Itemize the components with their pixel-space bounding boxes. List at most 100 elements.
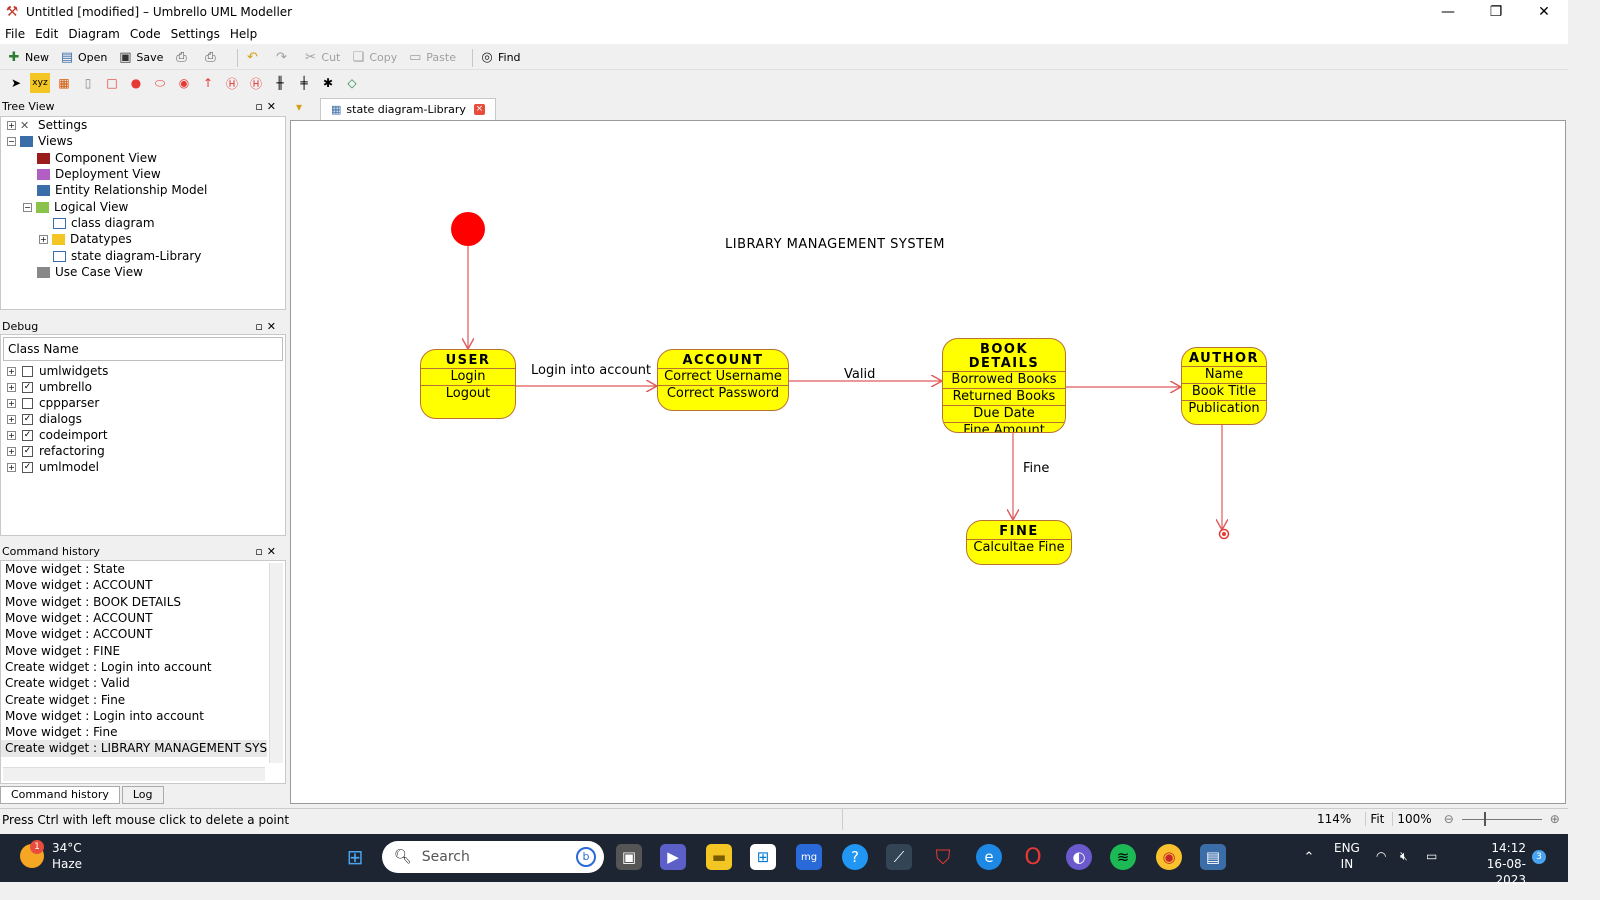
collapse-icon[interactable]: − xyxy=(7,136,16,146)
expand-icon[interactable]: + xyxy=(7,366,16,376)
checkbox-checked[interactable]: ✓ xyxy=(22,381,33,393)
close-window-button[interactable]: ✕ xyxy=(1538,4,1550,20)
file-explorer-icon[interactable]: ▬ xyxy=(706,844,732,870)
tree-item-deployment-view[interactable]: Deployment View xyxy=(37,166,161,182)
taskbar-search[interactable]: 🔍︎ Search b xyxy=(382,841,604,873)
help-app-icon[interactable]: ? xyxy=(842,844,868,870)
checkbox-checked[interactable]: ✓ xyxy=(22,461,33,473)
history-item[interactable]: Create widget : Fine xyxy=(5,692,126,707)
expand-icon[interactable]: + xyxy=(7,120,16,130)
history-item[interactable]: Create widget : LIBRARY MANAGEMENT SYST xyxy=(1,740,267,757)
horizontal-scrollbar[interactable] xyxy=(3,767,265,781)
save-button[interactable]: ▣Save xyxy=(117,50,163,66)
menu-edit[interactable]: Edit xyxy=(35,27,59,41)
initial-state[interactable] xyxy=(451,212,485,246)
choice-tool-icon[interactable]: ◇ xyxy=(347,76,357,90)
tree-item-er-model[interactable]: Entity Relationship Model xyxy=(37,182,207,198)
class-name-column-header[interactable]: Class Name xyxy=(3,337,283,361)
zoom-100-button[interactable]: 100% xyxy=(1392,812,1435,826)
tree-item-logical-view[interactable]: −Logical View xyxy=(23,199,128,215)
minimize-button[interactable]: — xyxy=(1441,4,1455,20)
tab-command-history[interactable]: Command history xyxy=(0,786,120,804)
menu-settings[interactable]: Settings xyxy=(170,27,220,41)
history-item[interactable]: Move widget : ACCOUNT xyxy=(5,627,153,642)
clock[interactable]: 14:12 16-08-2023 xyxy=(1458,840,1526,888)
expand-icon[interactable]: + xyxy=(7,382,16,392)
debug-item[interactable]: +umlwidgets xyxy=(1,363,285,379)
checkbox-checked[interactable]: ✓ xyxy=(22,429,33,441)
history-item[interactable]: Move widget : State xyxy=(5,562,125,577)
history-item[interactable]: Move widget : BOOK DETAILS xyxy=(5,594,182,609)
menu-code[interactable]: Code xyxy=(129,27,161,41)
zoom-fit-button[interactable]: Fit xyxy=(1365,812,1388,826)
debug-item[interactable]: +✓dialogs xyxy=(1,411,285,427)
panel-float-close-icon[interactable]: ▫✕ xyxy=(255,544,280,558)
redo-button[interactable]: ↷ xyxy=(273,50,292,66)
expand-icon[interactable]: + xyxy=(7,414,16,424)
diagram-canvas[interactable]: LIBRARY MANAGEMENT SYSTEM USER Login Log… xyxy=(290,120,1566,804)
tree-item-views[interactable]: −Views xyxy=(7,133,73,149)
transition-label-login[interactable]: Login into account xyxy=(531,363,652,378)
zoom-slider-handle[interactable] xyxy=(1483,811,1486,826)
close-tab-icon[interactable]: × xyxy=(473,104,485,115)
select-tool-icon[interactable]: ➤ xyxy=(10,76,22,90)
join-tool-icon[interactable]: ╪ xyxy=(300,76,308,90)
wifi-icon[interactable]: ◠ xyxy=(1376,849,1387,863)
cut-button[interactable]: ✂Cut xyxy=(302,50,340,66)
zoom-slider[interactable] xyxy=(1461,811,1542,826)
collapse-icon[interactable]: − xyxy=(23,202,32,212)
panel-float-close-icon[interactable]: ▫✕ xyxy=(255,99,280,113)
umbrello-taskbar-icon[interactable]: ▤ xyxy=(1200,844,1226,870)
debug-item[interactable]: +✓codeimport xyxy=(1,427,285,443)
tree-item-datatypes[interactable]: +Datatypes xyxy=(39,231,132,247)
menu-diagram[interactable]: Diagram xyxy=(68,27,120,41)
tab-state-diagram-library[interactable]: ▦ state diagram-Library × xyxy=(320,98,496,120)
network-app-icon[interactable]: ⟋ xyxy=(886,844,912,870)
task-view-icon[interactable]: ▣ xyxy=(616,844,642,870)
checkbox-checked[interactable]: ✓ xyxy=(22,413,33,425)
checkbox-checked[interactable]: ✓ xyxy=(22,445,33,457)
vertical-scrollbar[interactable] xyxy=(269,563,283,763)
tree-item-state-diagram[interactable]: state diagram-Library xyxy=(53,248,201,264)
restore-button[interactable]: ❐ xyxy=(1489,4,1503,20)
menu-file[interactable]: File xyxy=(5,27,26,41)
deep-history-tool-icon[interactable]: Ⓗ xyxy=(225,76,238,91)
end-state-tool-icon[interactable]: ◉ xyxy=(178,76,190,90)
zoom-in-icon[interactable]: ⊕ xyxy=(1549,812,1560,826)
volume-muted-icon[interactable]: 🔇︎ xyxy=(1400,849,1408,863)
history-item[interactable]: Move widget : ACCOUNT xyxy=(5,611,153,626)
class-tool-icon[interactable]: ▦ xyxy=(58,76,70,90)
history-item[interactable]: Create widget : Login into account xyxy=(5,659,212,674)
state-tool-icon[interactable]: ⬭ xyxy=(154,75,166,90)
box-tool-icon[interactable]: □ xyxy=(106,76,118,90)
weather-widget[interactable]: 1 34°C Haze xyxy=(20,840,82,872)
tree-item-class-diagram[interactable]: class diagram xyxy=(53,215,155,231)
new-tab-menu-icon[interactable]: ▾ xyxy=(296,100,303,114)
panel-float-close-icon[interactable]: ▫✕ xyxy=(255,319,280,333)
spotify-icon[interactable]: ≋ xyxy=(1110,844,1136,870)
state-user[interactable]: USER Login Logout xyxy=(420,349,516,419)
notification-count-badge[interactable]: 3 xyxy=(1532,850,1546,864)
chrome-browser-icon[interactable]: ◉ xyxy=(1156,844,1182,870)
debug-item[interactable]: +✓refactoring xyxy=(1,443,285,459)
mcafee-icon[interactable]: ⛉ xyxy=(935,845,951,869)
show-hidden-icons-chevron-icon[interactable]: ⌃ xyxy=(1303,849,1315,865)
bing-icon[interactable]: b xyxy=(576,847,596,867)
history-item[interactable]: Move widget : Fine xyxy=(5,725,118,740)
tab-log[interactable]: Log xyxy=(121,786,164,804)
opera-browser-icon[interactable]: O xyxy=(1024,844,1042,870)
state-fine[interactable]: FINE Calcultae Fine xyxy=(966,520,1072,565)
debug-item[interactable]: +✓umbrello xyxy=(1,379,285,395)
language-indicator[interactable]: ENG IN xyxy=(1334,840,1360,872)
diagram-title[interactable]: LIBRARY MANAGEMENT SYSTEM xyxy=(725,237,945,252)
history-item[interactable]: Move widget : ACCOUNT xyxy=(5,578,153,593)
object-tool-icon[interactable]: xyz xyxy=(30,73,50,93)
checkbox[interactable] xyxy=(22,365,33,377)
transition-label-valid[interactable]: Valid xyxy=(844,367,876,382)
copy-button[interactable]: ❏Copy xyxy=(350,50,398,66)
edge-browser-icon[interactable]: e xyxy=(976,844,1002,870)
expand-icon[interactable]: + xyxy=(7,398,16,408)
paste-button[interactable]: ▭Paste xyxy=(407,50,456,66)
open-button[interactable]: ▤Open xyxy=(59,50,108,66)
tree-item-settings[interactable]: +✕Settings xyxy=(7,117,87,133)
